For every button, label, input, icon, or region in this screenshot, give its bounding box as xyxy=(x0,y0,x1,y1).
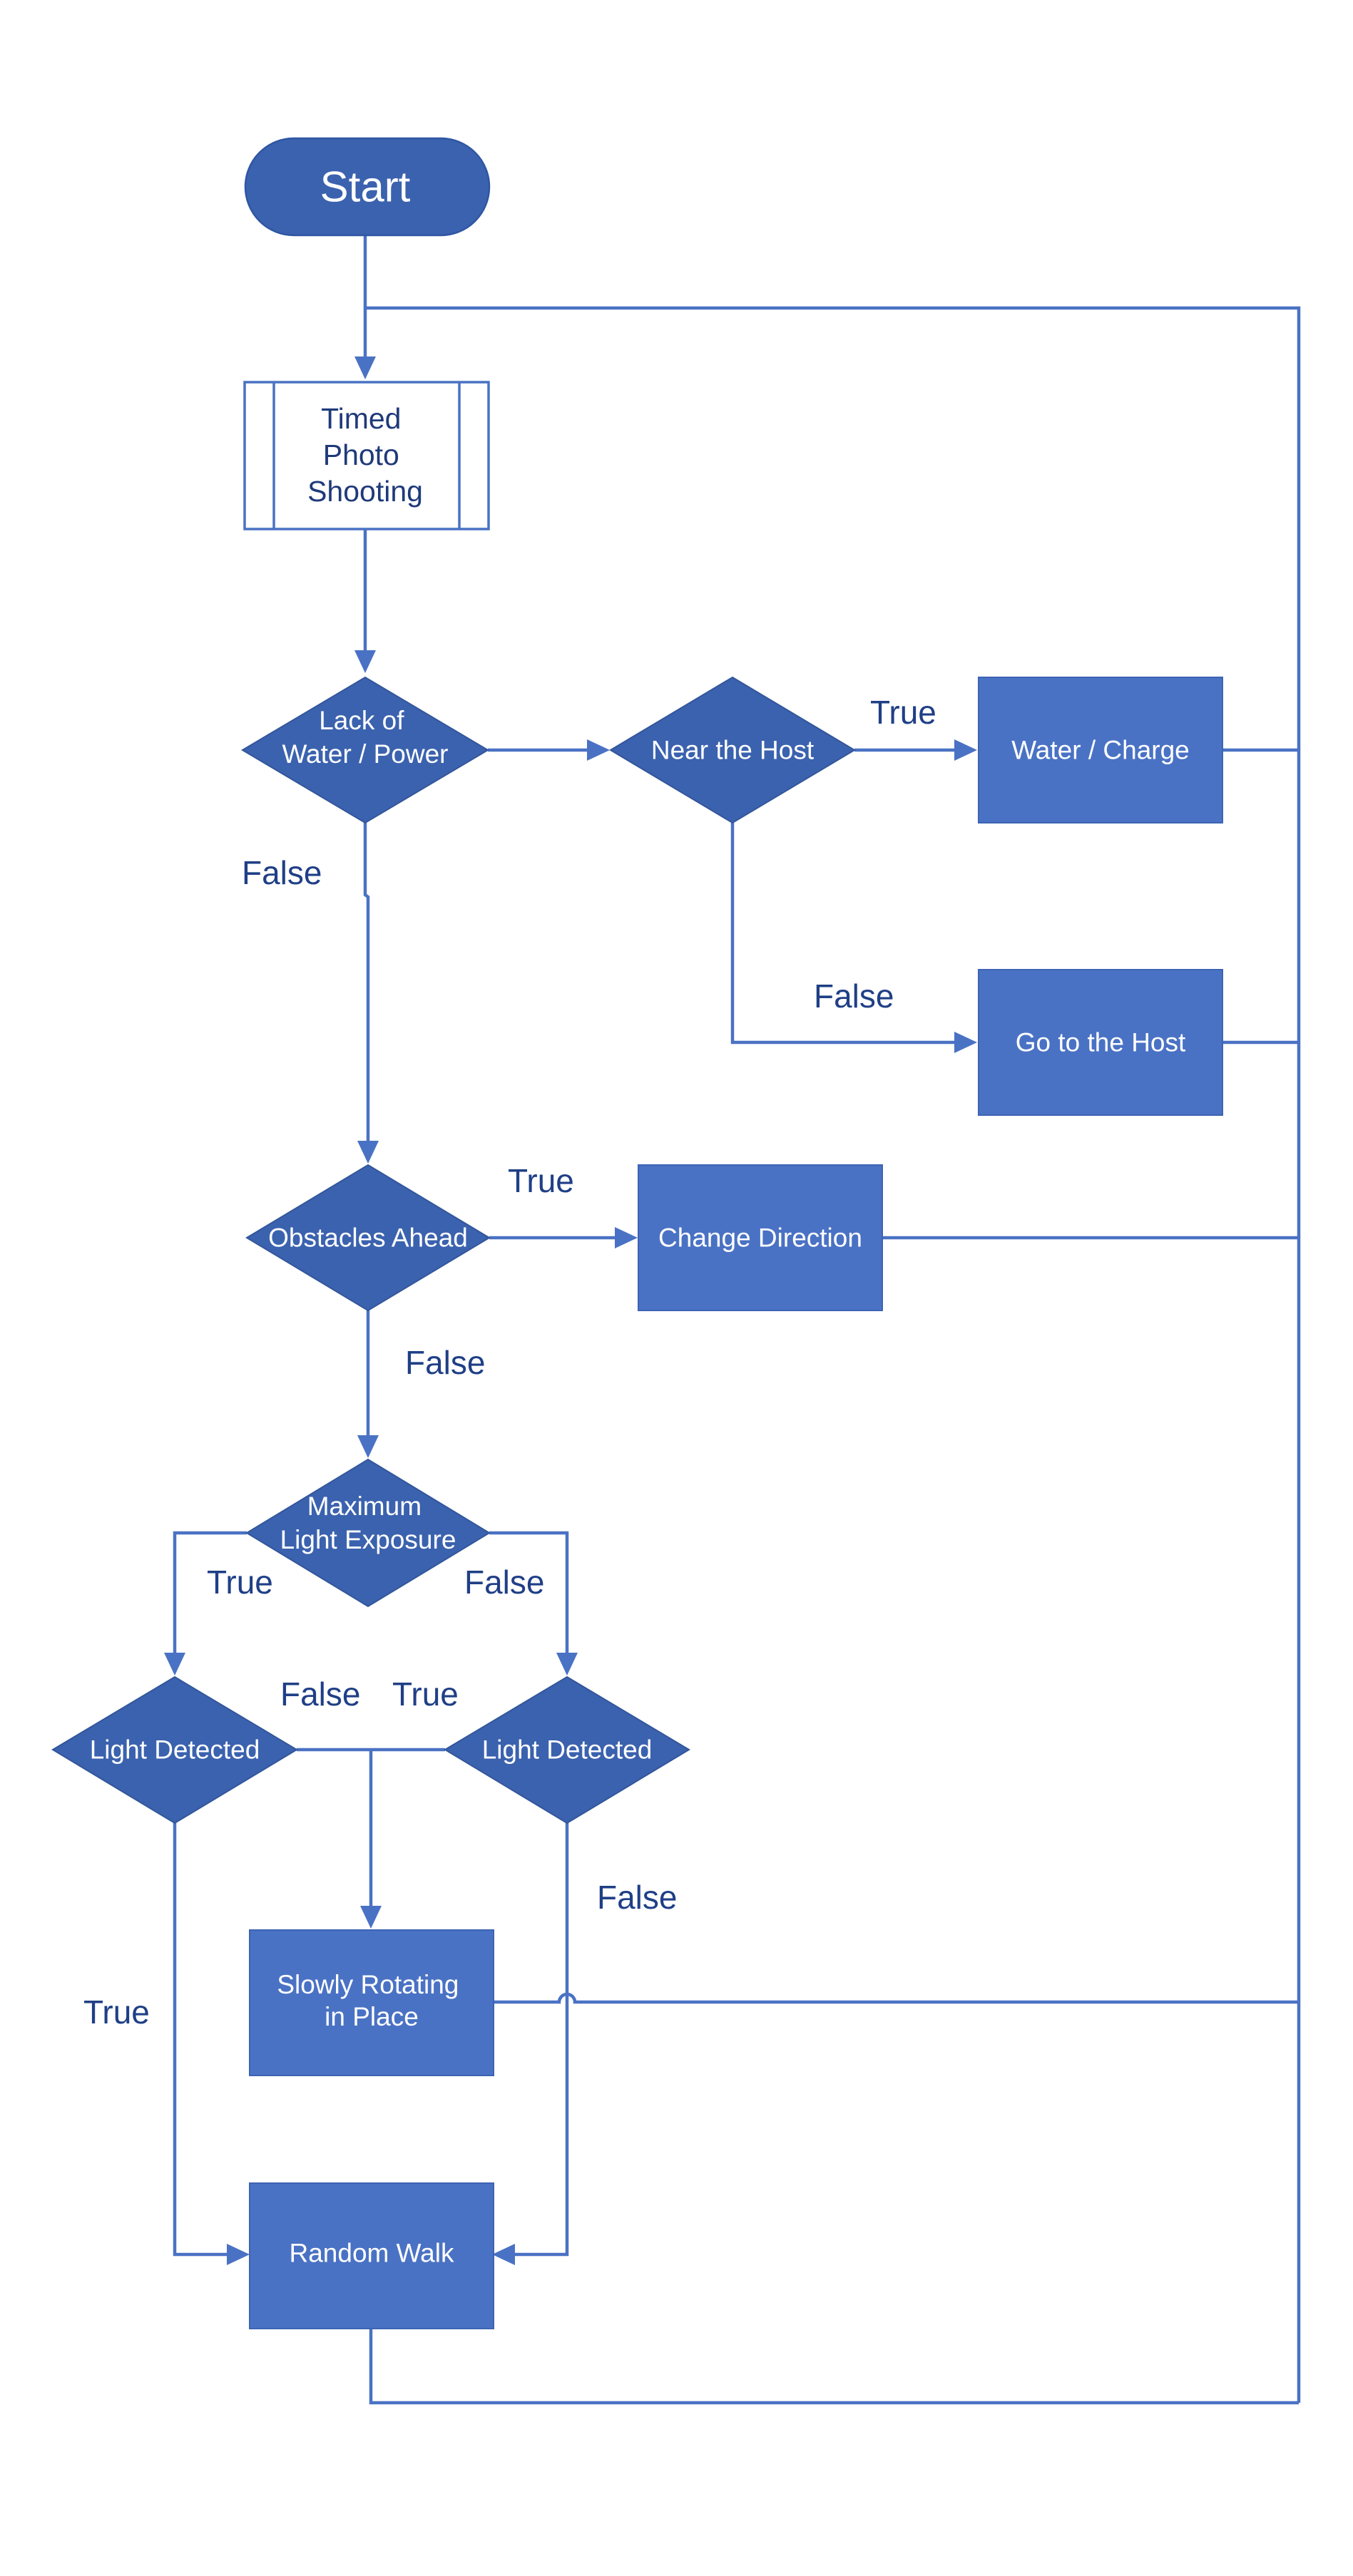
random-walk-label: Random Walk xyxy=(290,2239,454,2268)
arrowhead xyxy=(556,1653,578,1676)
slow-rotate-node: Slowly Rotating in Place xyxy=(249,1929,494,2076)
start-label: Start xyxy=(320,163,411,211)
loop-main-bus xyxy=(365,306,1301,2403)
light-detected-left-node: Light Detected xyxy=(51,1676,298,1825)
label-maxlight-false: False xyxy=(464,1564,544,1601)
timed-photo-line-2: Photo xyxy=(323,438,399,471)
label-nearhost-false: False xyxy=(814,977,894,1015)
max-light-node: Maximum Light Exposure xyxy=(245,1458,491,1608)
arrowhead xyxy=(357,1141,379,1164)
change-direction-node: Change Direction xyxy=(638,1164,883,1311)
light-detected-right-label: Light Detected xyxy=(482,1735,653,1765)
go-to-host-node: Go to the Host xyxy=(978,969,1223,1116)
label-maxlight-true: True xyxy=(207,1564,273,1601)
label-obstacles-true: True xyxy=(508,1162,574,1199)
edge-nearhost-to-gohost xyxy=(730,823,959,1045)
svg-text:Timed Photo Shooti: Timed Photo Shooting xyxy=(307,402,423,508)
near-host-node: Near the Host xyxy=(609,676,856,824)
arrowhead xyxy=(954,739,977,761)
arrowhead xyxy=(954,1032,977,1053)
lack-water-power-node: Lack of Water / Power xyxy=(241,676,489,824)
svg-text:Maximum Light Exposure: Maximum Light Exposure xyxy=(280,1492,456,1554)
arrowhead xyxy=(357,1435,379,1458)
edge-rightlight-to-random xyxy=(512,1823,569,2257)
random-walk-node: Random Walk xyxy=(249,2182,494,2329)
edge-maxlight-to-leftlight xyxy=(173,1531,247,1656)
slow-rotate-line-1: Slowly Rotating xyxy=(277,1970,459,1999)
arrowhead xyxy=(360,1906,382,1929)
svg-text:Slowly Rotating in Place: Slowly Rotating in Place xyxy=(277,1970,466,2031)
timed-photo-node: Timed Photo Shooting xyxy=(243,381,490,530)
max-light-line-1: Maximum xyxy=(307,1492,422,1521)
arrowhead xyxy=(227,2244,250,2265)
label-rightlight-true: True xyxy=(392,1676,459,1713)
arrowhead xyxy=(587,739,610,761)
edge-lack-to-obstacles xyxy=(363,823,370,1143)
arrowhead xyxy=(354,650,376,673)
lack-line-2: Water / Power xyxy=(282,739,448,769)
obstacles-label: Obstacles Ahead xyxy=(268,1223,468,1253)
obstacles-ahead-node: Obstacles Ahead xyxy=(245,1164,491,1312)
water-charge-label: Water / Charge xyxy=(1011,736,1190,765)
timed-photo-line-1: Timed xyxy=(321,402,401,435)
arrowhead xyxy=(354,356,376,379)
slow-rotate-line-2: in Place xyxy=(325,2002,419,2031)
loop-rotate-return xyxy=(494,1992,1299,2004)
lack-line-1: Lack of xyxy=(319,706,404,735)
arrowhead xyxy=(164,1653,185,1676)
connectors xyxy=(164,235,1301,2405)
change-direction-label: Change Direction xyxy=(658,1223,862,1253)
label-obstacles-false: False xyxy=(405,1344,485,1381)
loop-random-return xyxy=(369,2329,1299,2405)
label-leftlight-false: False xyxy=(280,1676,360,1713)
arrowhead xyxy=(492,2244,515,2265)
edge-leftlight-to-random xyxy=(173,1823,231,2257)
near-host-label: Near the Host xyxy=(651,736,815,765)
label-leftlight-true: True xyxy=(83,1993,150,2031)
light-detected-left-label: Light Detected xyxy=(90,1735,260,1765)
label-lack-false: False xyxy=(242,854,322,891)
edge-maxlight-to-rightlight xyxy=(489,1531,569,1656)
water-charge-node: Water / Charge xyxy=(978,677,1223,823)
svg-text:Lack of Water / Power: Lack of Water / Power xyxy=(282,706,448,769)
label-nearhost-true: True xyxy=(870,694,936,731)
arrowhead xyxy=(615,1227,638,1248)
go-to-host-label: Go to the Host xyxy=(1016,1028,1186,1057)
label-rightlight-false: False xyxy=(597,1879,677,1916)
start-node: Start xyxy=(244,137,491,237)
edge-labels: True False False True False True False F… xyxy=(83,694,936,2031)
timed-photo-line-3: Shooting xyxy=(307,475,423,508)
light-detected-right-node: Light Detected xyxy=(444,1676,690,1825)
max-light-line-2: Light Exposure xyxy=(280,1525,456,1554)
